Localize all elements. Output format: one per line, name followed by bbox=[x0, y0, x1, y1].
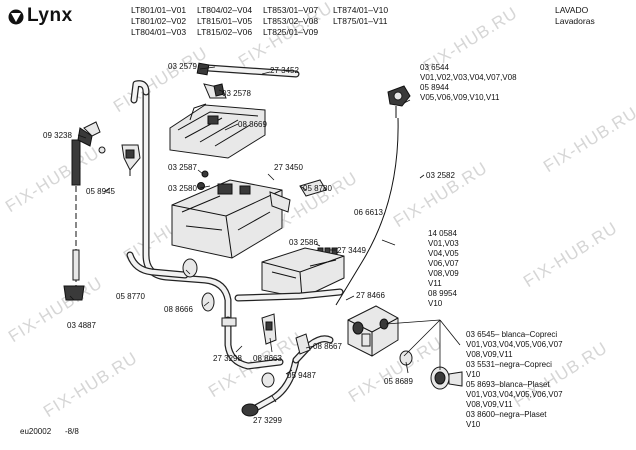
valve-line: 05 8693–blanca–Plaset bbox=[466, 380, 550, 389]
part-label: 27 3299 bbox=[253, 416, 282, 425]
model-code: LT853/01–V07 bbox=[263, 5, 319, 15]
pressure-chamber-part bbox=[121, 144, 141, 176]
part-label: 03 2582 bbox=[426, 171, 455, 180]
part-label: 14 0584 bbox=[428, 229, 457, 238]
valve-fitting bbox=[430, 366, 463, 390]
part-label: 03 2586 bbox=[289, 238, 318, 247]
part-variants: V11 bbox=[428, 279, 442, 288]
leader-lines bbox=[69, 66, 461, 403]
part-variants: V05,V06,V09,V10,V11 bbox=[420, 93, 500, 102]
valve-line: V10 bbox=[466, 420, 481, 429]
pressure-switch bbox=[387, 85, 411, 118]
valve-line: 03 5531–negra–Copreci bbox=[466, 360, 552, 369]
valve-line: V10 bbox=[466, 370, 481, 379]
part-label: 03 6544 bbox=[420, 63, 449, 72]
part-label: 08 8667 bbox=[313, 342, 342, 351]
part-label: 27 3450 bbox=[274, 163, 303, 172]
brand-logo-text: Lynx bbox=[27, 5, 73, 26]
part-label: 08 8666 bbox=[164, 305, 193, 314]
model-code: LT804/01–V03 bbox=[131, 27, 187, 37]
part-label: 08 8669 bbox=[238, 120, 267, 129]
hose-clamp-rod bbox=[63, 121, 101, 301]
part-label: 03 4887 bbox=[67, 321, 96, 330]
part-variants: V10 bbox=[428, 299, 443, 308]
part-label: 03 2579 bbox=[168, 62, 197, 71]
part-label: 08 8663 bbox=[253, 354, 282, 363]
part-label: 03 2580 bbox=[168, 184, 197, 193]
model-code: LT874/01–V10 bbox=[333, 5, 389, 15]
model-code: LT804/02–V04 bbox=[197, 5, 253, 15]
part-label: 05 8945 bbox=[86, 187, 115, 196]
document-code: eu20002 bbox=[20, 427, 52, 436]
model-code: LT801/01–V01 bbox=[131, 5, 187, 15]
part-label: 05 8770 bbox=[116, 292, 145, 301]
dispenser-box bbox=[171, 170, 291, 259]
part-label: 27 3298 bbox=[213, 354, 242, 363]
part-label: 27 3452 bbox=[270, 66, 299, 75]
valve-line: V08,V09,V11 bbox=[466, 350, 513, 359]
model-code: LT815/02–V06 bbox=[197, 27, 253, 37]
model-code: LT825/01–V09 bbox=[263, 27, 319, 37]
category-title: LAVADO bbox=[555, 5, 589, 15]
nozzle-058780 bbox=[299, 179, 327, 197]
part-variants: V06,V07 bbox=[428, 259, 459, 268]
bottom-hoses bbox=[221, 316, 334, 417]
subcategory-title: Lavadoras bbox=[555, 16, 595, 26]
part-label: 05 8944 bbox=[420, 83, 449, 92]
part-label: 05 8780 bbox=[303, 184, 332, 193]
drain-hose-left bbox=[130, 80, 232, 322]
pressure-tube bbox=[335, 117, 399, 306]
part-variants: V04,V05 bbox=[428, 249, 459, 258]
model-code: LT801/02–V02 bbox=[131, 16, 187, 26]
part-variants: V01,V03 bbox=[428, 239, 459, 248]
water-inlet-valve bbox=[347, 305, 413, 366]
part-label: 27 8466 bbox=[356, 291, 385, 300]
hose-058770 bbox=[126, 251, 215, 312]
part-label: 05 8689 bbox=[384, 377, 413, 386]
hose-278466 bbox=[234, 288, 344, 302]
part-label: 05 9487 bbox=[287, 371, 316, 380]
hose-clamp-093238 bbox=[98, 146, 106, 154]
part-variants: V01,V02,V03,V04,V07,V08 bbox=[420, 73, 517, 82]
valve-line: 03 8600–negra–Plaset bbox=[466, 410, 547, 419]
part-label: 03 2587 bbox=[168, 163, 197, 172]
model-code: LT853/02–V08 bbox=[263, 16, 319, 26]
dispenser-lid bbox=[169, 103, 266, 159]
valve-line: 03 6545– blanca–Copreci bbox=[466, 330, 558, 339]
valve-line: V08,V09,V11 bbox=[466, 400, 513, 409]
model-code: LT875/01–V11 bbox=[333, 16, 388, 26]
part-label: 03 2578 bbox=[222, 89, 251, 98]
hose-clips bbox=[261, 313, 311, 355]
drawer-insert bbox=[261, 247, 345, 299]
page-number: -8/8 bbox=[65, 427, 79, 436]
valve-line: V01,V03,V04,V05,V06,V07 bbox=[466, 340, 563, 349]
part-variants: V08,V09 bbox=[428, 269, 459, 278]
valve-line: V01,V03,V04,V05,V06,V07 bbox=[466, 390, 563, 399]
model-code: LT815/01–V05 bbox=[197, 16, 253, 26]
lynx-logo-icon bbox=[8, 9, 24, 25]
part-label: 08 9954 bbox=[428, 289, 457, 298]
part-label: 27 3449 bbox=[337, 246, 366, 255]
part-label: 06 6613 bbox=[354, 208, 383, 217]
part-label: 09 3238 bbox=[43, 131, 72, 140]
